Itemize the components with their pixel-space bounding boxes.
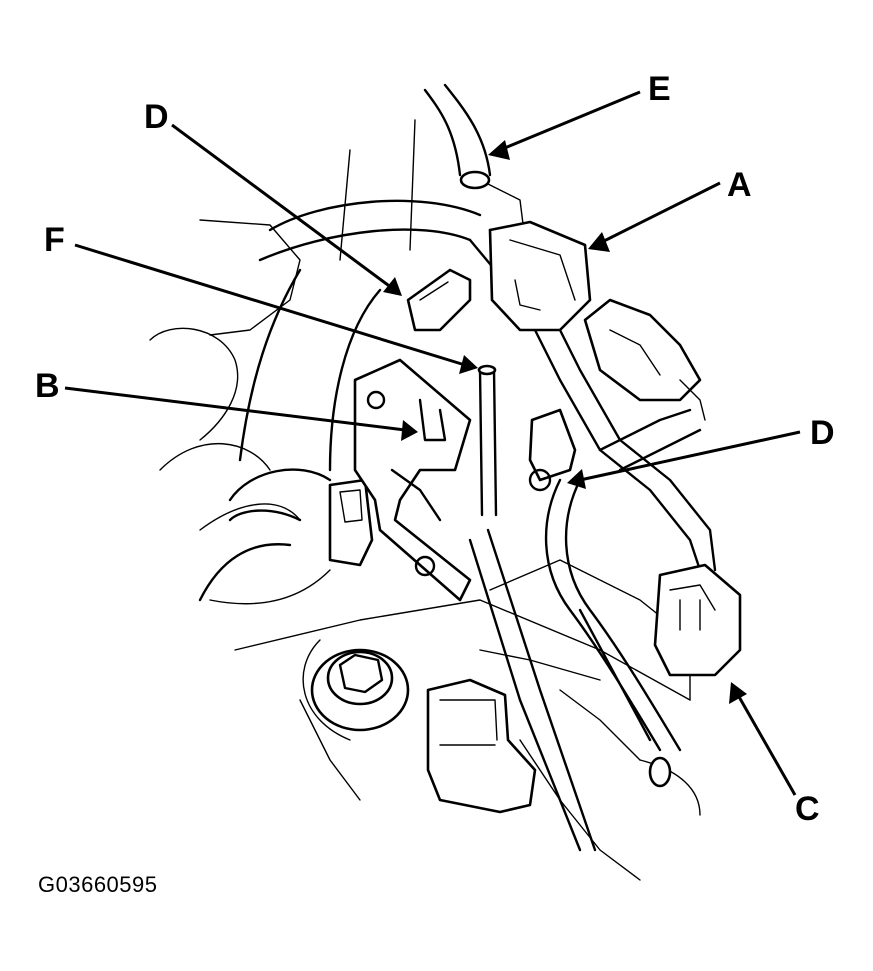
figure-id-label: G03660595 — [38, 872, 158, 897]
connector-c — [653, 563, 742, 677]
callout-c: C — [795, 790, 820, 828]
lower-connector — [426, 678, 537, 814]
harness-clip-upper — [406, 268, 472, 332]
callout-d-right: D — [810, 414, 835, 452]
connector-a — [488, 220, 592, 332]
leader-arrow-f — [74, 243, 478, 374]
leader-arrow-b — [64, 386, 418, 441]
upper-thin-hose — [423, 83, 492, 190]
callout-f: F — [44, 221, 65, 259]
callout-a: A — [727, 166, 752, 204]
callout-b: B — [35, 367, 60, 405]
large-intake-hose — [198, 199, 482, 602]
leader-arrow-d-right — [567, 430, 801, 489]
loose-connector — [583, 298, 706, 421]
harness-clip-right — [528, 408, 577, 492]
leader-arrow-c — [729, 682, 797, 796]
leader-arrow-a — [588, 181, 721, 252]
vacuum-tube — [468, 364, 597, 852]
callout-e: E — [648, 70, 671, 108]
leader-arrow-d-upper — [171, 123, 402, 296]
leader-arrow-e — [488, 90, 641, 160]
mounting-bracket — [353, 358, 472, 602]
bolt — [310, 648, 410, 732]
callout-d-upper: D — [144, 98, 169, 136]
hose-clamp — [328, 478, 374, 567]
